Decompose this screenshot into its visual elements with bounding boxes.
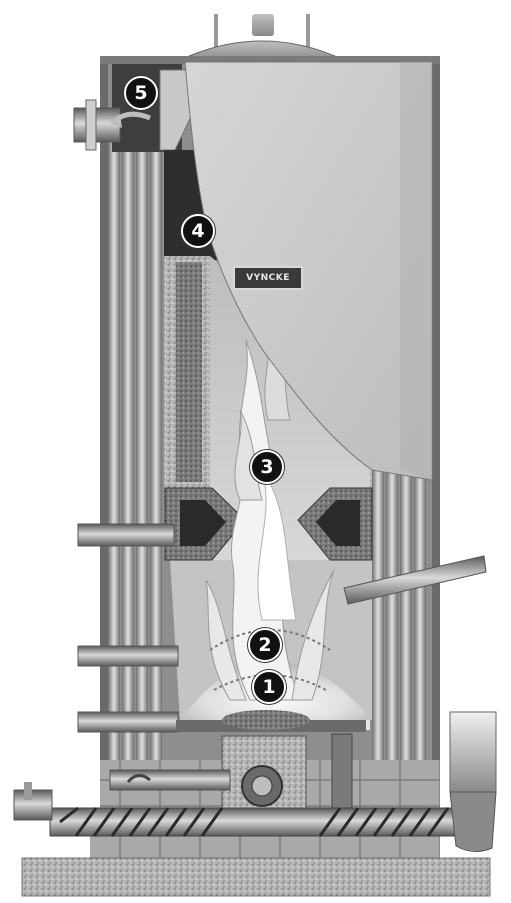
marker-4: 4 bbox=[181, 214, 215, 248]
marker-4-number: 4 bbox=[191, 222, 204, 241]
marker-5: 5 bbox=[124, 76, 158, 110]
marker-1: 1 bbox=[252, 670, 286, 704]
marker-1-number: 1 bbox=[262, 678, 275, 697]
manufacturer-badge: VYNCKE bbox=[233, 266, 303, 290]
brand-label: VYNCKE bbox=[246, 273, 290, 283]
marker-2-number: 2 bbox=[258, 636, 271, 655]
top-dome bbox=[100, 14, 440, 64]
floor-base bbox=[22, 836, 490, 896]
marker-5-number: 5 bbox=[134, 84, 147, 103]
marker-2: 2 bbox=[248, 628, 282, 662]
marker-3-number: 3 bbox=[260, 458, 273, 477]
ash-container bbox=[450, 712, 496, 852]
marker-3: 3 bbox=[250, 450, 284, 484]
